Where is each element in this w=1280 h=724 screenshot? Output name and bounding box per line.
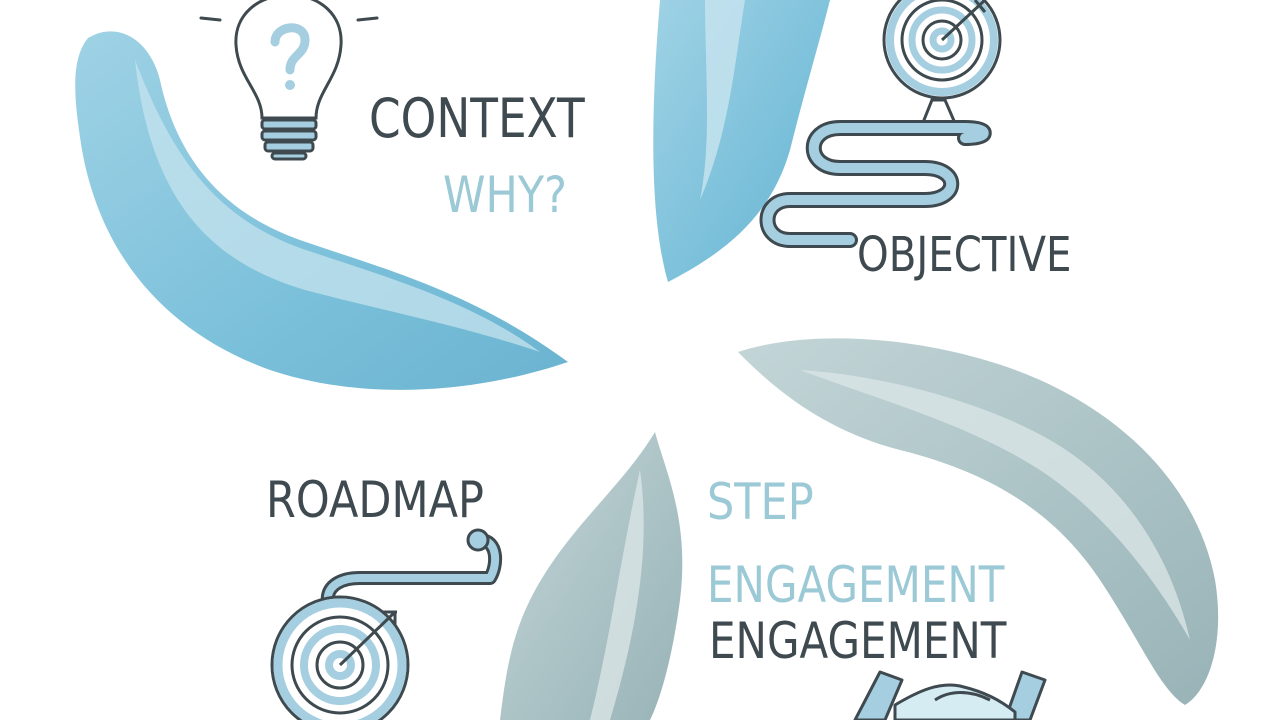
roadmap-label: ROADMAP [266, 471, 484, 529]
winding-path-icon [759, 120, 992, 248]
engagement-dark-label: ENGAGEMENT [709, 612, 1007, 670]
petal-bottom [500, 432, 683, 720]
context-label: CONTEXT [369, 87, 585, 150]
petal-right [738, 338, 1219, 705]
petal-top-left [75, 31, 568, 390]
target-arrow-icon [882, 0, 1002, 132]
handshake-icon [853, 670, 1047, 722]
petal-top-right [653, 0, 830, 282]
engagement-light-label: ENGAGEMENT [707, 556, 1005, 614]
step-label: STEP [707, 473, 814, 531]
lightbulb-question-icon [199, 0, 379, 161]
why-label: WHY? [443, 166, 567, 224]
objective-label: OBJECTIVE [857, 227, 1072, 283]
target-roadmap-icon [270, 595, 410, 724]
